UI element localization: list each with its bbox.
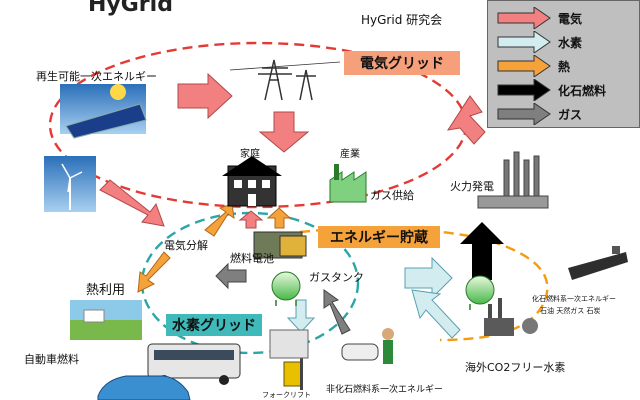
legend-label: 水素: [558, 36, 583, 50]
renewable-label: 再生可能一次エネルギー: [36, 70, 157, 83]
electric-arrow-fuelcell-up: [238, 210, 264, 229]
legend-arrow-icon: [497, 7, 551, 29]
forklift-label: フォークリフト: [262, 391, 311, 399]
electric-arrow-grid-to-home: [258, 111, 310, 153]
legend-item-gas: ガス: [488, 101, 640, 125]
legend-item-heat: 熱: [488, 53, 640, 77]
gas-arrow-to-storage: [323, 289, 351, 335]
industry-label: 産業: [340, 149, 360, 160]
gas-arrow-left: [215, 262, 247, 290]
hydrogen-arrow-tank-to-storage: [404, 256, 453, 300]
power-plant-icon: [477, 151, 549, 209]
legend-label: 熱: [558, 60, 571, 74]
hydrogen-plant-icon: [269, 329, 309, 359]
fossil-primary-label: 化石燃料系一次エネルギー: [532, 295, 616, 303]
tanker-ship-icon: [568, 246, 628, 280]
fuel-cell-label: 燃料電池: [230, 252, 274, 265]
legend-arrow-icon: [497, 31, 551, 53]
legend-item-fossil: 化石燃料: [488, 77, 640, 101]
hydrogen-arrow-overseas: [411, 289, 461, 339]
fossil-arrow-up-to-plant: [460, 222, 504, 280]
heat-arrow-fuelcell-to-home: [266, 207, 292, 229]
electric-arrow-renewable-to-grid: [177, 72, 233, 120]
electric-grid-label: 電気グリッド: [344, 51, 460, 75]
house-icon: [222, 156, 282, 207]
gas-tank-label: ガスタンク: [309, 271, 364, 284]
electric-arrow-plant-to-grid: [446, 95, 486, 145]
fuel-cell-unit-icon: [253, 231, 307, 259]
worker-icon: [341, 328, 394, 364]
overseas-hydrogen-label: 海外CO2フリー水素: [465, 361, 566, 374]
factory-icon: [329, 164, 367, 203]
heat-arrow-electrolysis-to-home: [204, 203, 235, 237]
car-icon: [97, 375, 191, 400]
legend-arrow-icon: [497, 79, 551, 101]
fossil-items-label: 石油 天然ガス 石炭: [540, 307, 601, 315]
gas-tank-icon: [271, 271, 495, 310]
electrolysis-label: 電気分解: [164, 239, 208, 252]
legend-label: 電気: [558, 12, 583, 26]
forklift-icon: [283, 350, 303, 390]
legend: 電気 水素 熱 化石燃料 ガス: [487, 0, 640, 128]
home-label: 家庭: [240, 149, 260, 160]
power-tower-icon: [229, 59, 341, 101]
heat-field-icon: [70, 300, 142, 340]
legend-arrow-icon: [497, 103, 551, 125]
legend-item-electric: 電気: [488, 5, 640, 29]
wind-turbine-icon: [44, 156, 96, 212]
thermal-power-label: 火力発電: [450, 180, 494, 193]
legend-arrow-icon: [497, 55, 551, 77]
electric-arrow-wind-to-electrolysis: [99, 179, 165, 227]
page-title: HyGrid: [88, 0, 173, 17]
heat-arrow-to-heat-use: [137, 251, 171, 293]
org-name: HyGrid 研究会: [361, 13, 443, 27]
hydrogen-arrow-down-to-vehicles: [286, 299, 316, 333]
hydrogen-grid-label: 水素グリッド: [166, 314, 262, 336]
gas-supply-label: ガス供給: [370, 189, 414, 202]
vehicle-fuel-label: 自動車燃料: [24, 353, 79, 366]
legend-item-hydrogen: 水素: [488, 29, 640, 53]
energy-storage-label: エネルギー貯蔵: [318, 226, 440, 248]
nonfossil-primary-label: 非化石燃料系一次エネルギー: [326, 385, 444, 395]
heat-use-label: 熱利用: [86, 283, 126, 298]
solar-panel-icon: [60, 84, 147, 139]
legend-label: 化石燃料: [558, 84, 607, 98]
refinery-icon: [484, 298, 538, 336]
legend-label: ガス: [558, 108, 583, 122]
